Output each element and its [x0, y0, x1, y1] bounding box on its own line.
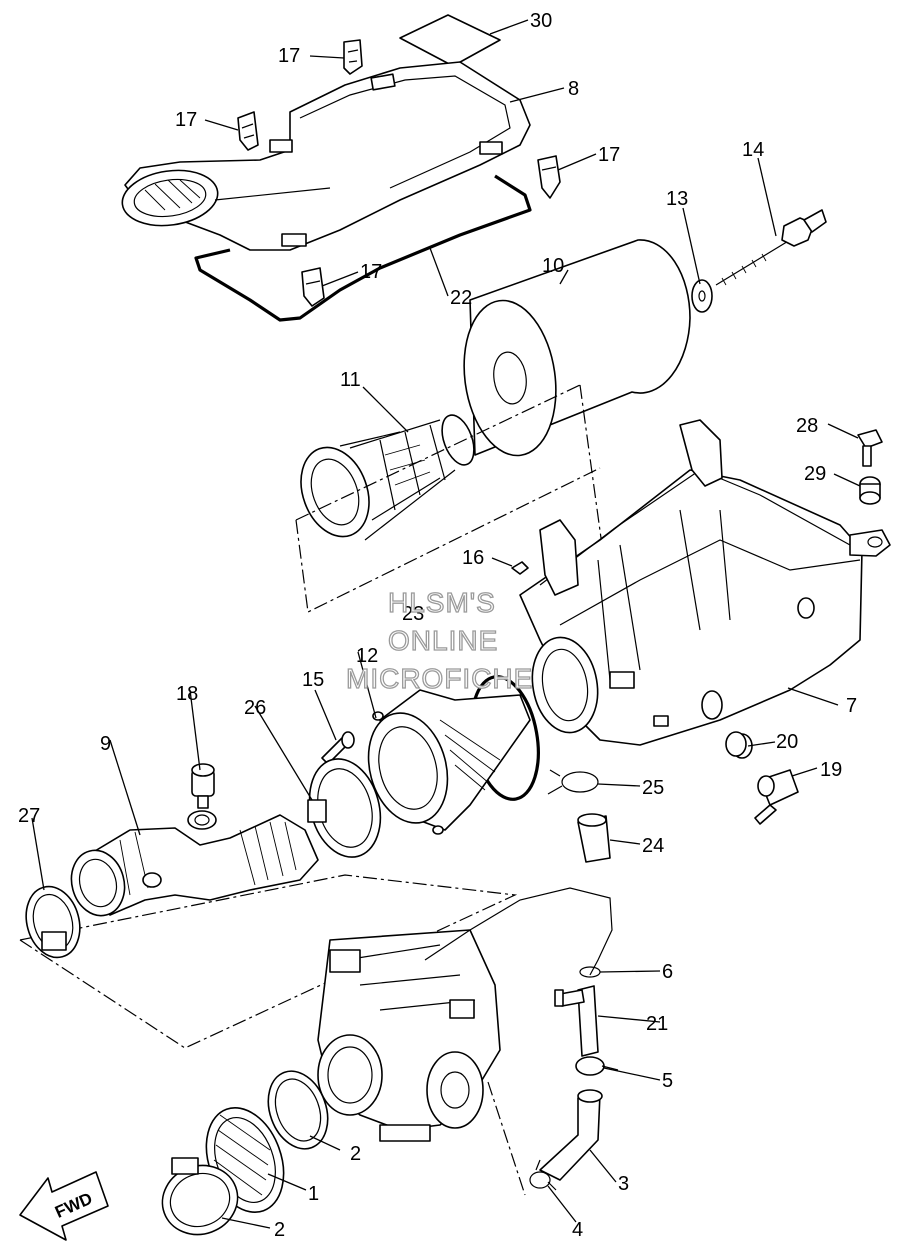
callout-20: 20 [776, 731, 798, 753]
callout-28: 28 [796, 415, 818, 437]
callout-22: 22 [450, 287, 472, 309]
part-12-joint[interactable] [357, 689, 531, 835]
forward-direction-arrow: FWD [19, 1171, 109, 1241]
part-24-drain-cap[interactable] [577, 813, 611, 863]
part-13-washer[interactable] [691, 279, 713, 313]
part-4-hose-clip[interactable] [529, 1159, 557, 1191]
callout-7: 7 [846, 695, 857, 717]
callout-24: 24 [642, 835, 664, 857]
callout-17: 17 [175, 109, 197, 131]
callout-26: 26 [244, 697, 266, 719]
callout-15: 15 [302, 669, 324, 691]
callout-11: 11 [340, 369, 361, 391]
callout-16: 16 [462, 547, 484, 569]
part-2-hose-clamp-upper[interactable] [258, 1063, 338, 1157]
callout-13: 13 [666, 188, 688, 210]
callout-14: 14 [742, 139, 764, 161]
part-17-clip-left[interactable] [237, 111, 259, 151]
callout-labels: 30 8 17 17 17 17 22 14 13 10 11 28 29 16… [18, 10, 857, 1241]
callout-2: 2 [274, 1219, 285, 1241]
part-8-air-box-cover[interactable] [119, 61, 531, 251]
watermark: HLSM'S ONLINE MICROFICHE [345, 586, 533, 694]
callout-29: 29 [804, 463, 826, 485]
part-9-intake-duct[interactable] [64, 810, 319, 922]
part-17-clip-right[interactable] [537, 155, 561, 199]
part-14-wing-bolt[interactable] [715, 209, 827, 286]
callout-30: 30 [530, 10, 552, 32]
part-21-hose-fitting[interactable] [554, 985, 599, 1057]
callout-6: 6 [662, 961, 673, 983]
callout-2: 2 [350, 1143, 361, 1165]
callout-17: 17 [598, 144, 620, 166]
part-7-air-box-case[interactable] [519, 419, 891, 746]
part-11-filter-cage[interactable] [289, 411, 480, 546]
part-17-clip-top[interactable] [343, 39, 363, 75]
callout-17: 17 [278, 45, 300, 67]
throttle-body[interactable] [317, 929, 501, 1142]
part-3-breather-hose[interactable] [539, 1089, 603, 1181]
part-6-hose-clip[interactable] [579, 966, 601, 978]
watermark-line-1: HLSM'S [388, 587, 496, 618]
callout-18: 18 [176, 683, 198, 705]
assembly-reference-lines [19, 384, 616, 1196]
callout-23: 23 [402, 603, 424, 625]
watermark-line-2: ONLINE [388, 625, 498, 656]
part-20-grommet[interactable] [725, 731, 753, 759]
callout-3: 3 [618, 1173, 629, 1195]
leader-lines [31, 19, 861, 1229]
callout-17: 17 [360, 261, 382, 283]
part-29-collar[interactable] [859, 476, 881, 505]
part-26-hose-clamp[interactable] [299, 751, 391, 865]
part-22-cover-gasket[interactable] [194, 174, 532, 322]
part-19-drain-fitting[interactable] [754, 769, 799, 825]
part-27-hose-clamp[interactable] [19, 880, 88, 963]
callout-10: 10 [542, 255, 564, 277]
part-18-sensor[interactable] [191, 763, 215, 809]
callout-12: 12 [356, 645, 378, 667]
callout-27: 27 [18, 805, 40, 827]
callout-25: 25 [642, 777, 664, 799]
part-16-clamp[interactable] [511, 561, 529, 575]
callout-9: 9 [100, 733, 111, 755]
part-28-bolt[interactable] [857, 429, 883, 467]
watermark-line-3: MICROFICHE [346, 663, 533, 694]
callout-4: 4 [572, 1219, 583, 1241]
callout-8: 8 [568, 78, 579, 100]
part-30-label-sticker[interactable] [399, 14, 501, 67]
callout-21: 21 [646, 1013, 668, 1035]
callout-5: 5 [662, 1070, 673, 1092]
callout-1: 1 [308, 1183, 319, 1205]
part-10-air-filter-element[interactable] [455, 239, 691, 462]
callout-19: 19 [820, 759, 842, 781]
part-25-hose-clip[interactable] [547, 769, 599, 795]
breather-line-outline [424, 887, 613, 976]
part-17-clip-bottom[interactable] [301, 267, 325, 307]
part-2-hose-clamp-lower[interactable] [153, 1155, 248, 1245]
part-5-hose-clamp[interactable] [575, 1056, 619, 1076]
